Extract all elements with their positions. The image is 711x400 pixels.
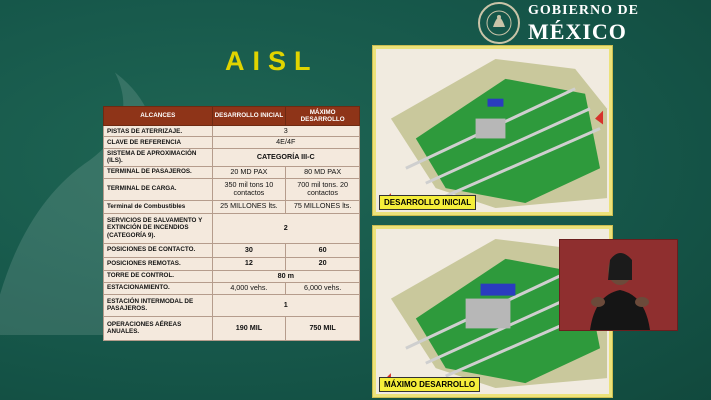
row-label: ESTACIÓN INTERMODAL DE PASAJEROS.: [103, 293, 213, 317]
row-label: SERVICIOS DE SALVAMENTO Y EXTINCIÓN DE I…: [103, 212, 213, 244]
map-panel-initial: DESARROLLO INICIAL: [372, 45, 613, 216]
row-label: SISTEMA DE APROXIMACIÓN (ILS).: [103, 147, 213, 167]
row-value-max: 20: [285, 256, 360, 271]
table-header-row: ALCANCES DESARROLLO INICIAL MÁXIMO DESAR…: [103, 106, 360, 126]
row-value-max: 80 MD PAX: [285, 165, 360, 179]
row-label: ESTACIONAMIENTO.: [103, 281, 213, 295]
table-row: ESTACIONAMIENTO. 4,000 vehs. 6,000 vehs.: [103, 281, 360, 295]
national-seal-icon: [478, 2, 520, 44]
row-value-max: 75 MILLONES lts.: [285, 199, 360, 214]
table-row: OPERACIONES AÉREAS ANUALES. 190 MIL 750 …: [103, 315, 360, 341]
table-row: ESTACIÓN INTERMODAL DE PASAJEROS. 1: [103, 293, 361, 317]
row-value: 3: [211, 124, 361, 138]
row-value: 80 m: [211, 269, 361, 283]
row-value-max: 700 mil tons. 20 contactos: [285, 177, 360, 201]
table-row: TORRE DE CONTROL. 80 m: [103, 269, 361, 283]
gobierno-de-mexico-logo: GOBIERNO DE MÉXICO: [478, 2, 639, 44]
logo-line-1: GOBIERNO DE: [528, 2, 639, 18]
row-value-initial: 190 MIL: [211, 315, 287, 341]
caption-desarrollo-inicial: DESARROLLO INICIAL: [379, 195, 477, 210]
row-value-initial: 25 MILLONES lts.: [211, 199, 287, 214]
interpreter-figure-icon: [560, 240, 677, 330]
row-label: CLAVE DE REFERENCIA: [103, 136, 213, 149]
airport-map-initial: [376, 49, 609, 212]
row-value-initial: 350 mil tons 10 contactos: [211, 177, 287, 201]
row-value: 1: [211, 293, 361, 317]
table-row: TERMINAL DE CARGA. 350 mil tons 10 conta…: [103, 177, 360, 201]
row-label: TERMINAL DE PASAJEROS.: [103, 165, 213, 179]
table-row: PISTAS DE ATERRIZAJE. 3: [103, 124, 361, 138]
col-header-desarrollo-inicial: DESARROLLO INICIAL: [211, 106, 287, 126]
table-row: Terminal de Combustibles 25 MILLONES lts…: [103, 199, 360, 214]
col-header-alcances: ALCANCES: [103, 106, 213, 126]
row-value: 2: [211, 212, 361, 244]
table-row: CLAVE DE REFERENCIA 4E/4F: [103, 136, 361, 149]
row-value-initial: 30: [211, 242, 287, 258]
row-value-max: 6,000 vehs.: [285, 281, 360, 295]
caption-maximo-desarrollo: MÁXIMO DESARROLLO: [379, 377, 481, 392]
row-value-max: 60: [285, 242, 360, 258]
table-row: TERMINAL DE PASAJEROS. 20 MD PAX 80 MD P…: [103, 165, 360, 179]
row-label: Terminal de Combustibles: [103, 199, 213, 214]
row-value-initial: 12: [211, 256, 287, 271]
row-value-max: 750 MIL: [285, 315, 360, 341]
row-label: POSICIONES REMOTAS.: [103, 256, 213, 271]
row-value-initial: 4,000 vehs.: [211, 281, 287, 295]
row-label: OPERACIONES AÉREAS ANUALES.: [103, 315, 213, 341]
row-value: CATEGORÍA III-C: [211, 147, 361, 167]
row-label: PISTAS DE ATERRIZAJE.: [103, 124, 213, 138]
table-row: POSICIONES DE CONTACTO. 30 60: [103, 242, 360, 258]
row-value-initial: 20 MD PAX: [211, 165, 287, 179]
table-row: POSICIONES REMOTAS. 12 20: [103, 256, 360, 271]
specs-table: ALCANCES DESARROLLO INICIAL MÁXIMO DESAR…: [103, 106, 361, 341]
col-header-maximo-desarrollo: MÁXIMO DESARROLLO: [285, 106, 360, 126]
row-value: 4E/4F: [211, 136, 361, 149]
row-label: TERMINAL DE CARGA.: [103, 177, 213, 201]
row-label: POSICIONES DE CONTACTO.: [103, 242, 213, 258]
table-row: SERVICIOS DE SALVAMENTO Y EXTINCIÓN DE I…: [103, 212, 361, 244]
sign-language-interpreter-video: [559, 239, 678, 331]
row-label: TORRE DE CONTROL.: [103, 269, 213, 283]
table-row: SISTEMA DE APROXIMACIÓN (ILS). CATEGORÍA…: [103, 147, 361, 167]
page-title: AISL: [225, 46, 319, 76]
logo-line-2: MÉXICO: [528, 18, 627, 44]
